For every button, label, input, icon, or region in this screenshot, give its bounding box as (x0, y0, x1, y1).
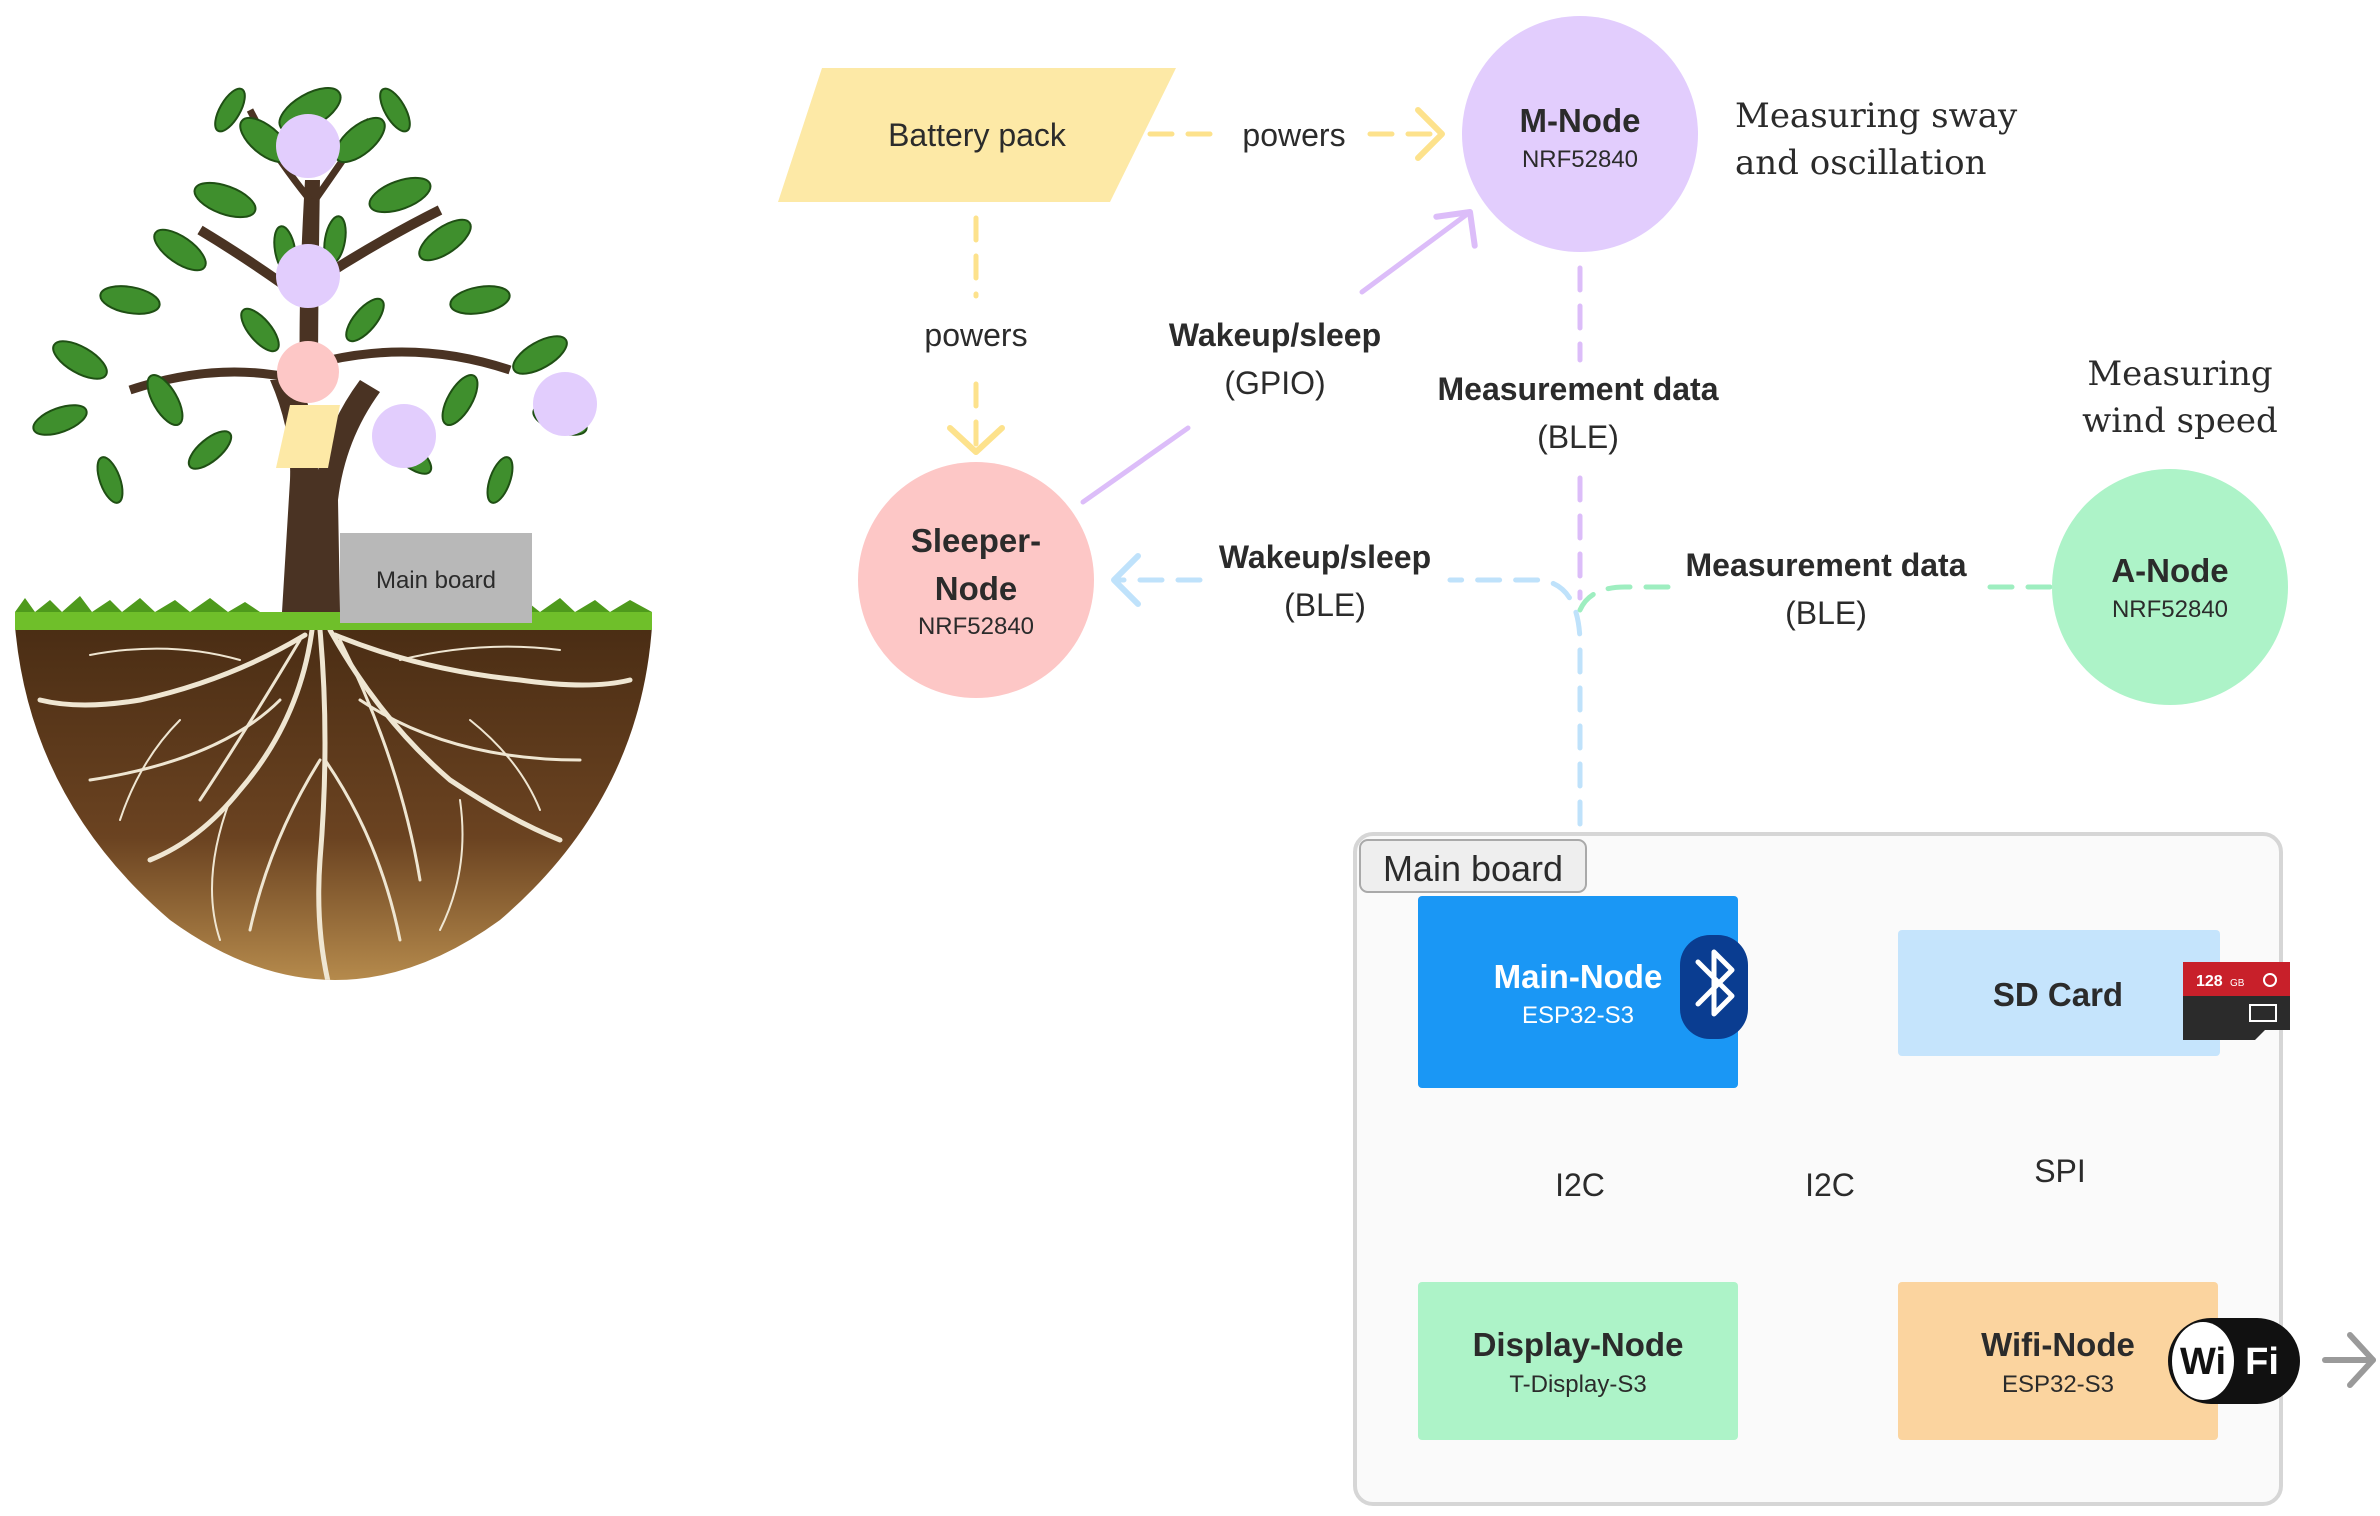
tree-battery-shape (276, 405, 340, 468)
sd-card-unit: GB (2230, 978, 2245, 989)
edge-label-main-to-sleeper-line2: (BLE) (1284, 587, 1366, 623)
m-node-note-line1: Measuring sway (1735, 96, 2018, 136)
wifi-node: Wifi-Node ESP32-S3 Wi Fi (1898, 1282, 2300, 1440)
soil-bowl (15, 626, 652, 980)
sd-card-icon: 128 GB (2183, 962, 2290, 1040)
edge-label-sleeper-to-m-line1: Wakeup/sleep (1169, 317, 1381, 353)
wifi-node-title: Wifi-Node (1981, 1326, 2135, 1363)
edge-label-main-to-display: I2C (1555, 1167, 1605, 1203)
wifi-node-chip: ESP32-S3 (2002, 1371, 2114, 1398)
edge-label-m-to-main-line1: Measurement data (1438, 371, 1719, 407)
wifi-logo-icon: Wi Fi (2168, 1318, 2300, 1404)
edge-label-a-to-main-line1: Measurement data (1686, 547, 1967, 583)
sleeper-node-chip: NRF52840 (918, 613, 1034, 640)
sleeper-node-title-line2: Node (935, 570, 1018, 607)
sd-card-title: SD Card (1993, 976, 2123, 1013)
edge-sleeper-to-m-node-b (1359, 212, 1469, 295)
m-node-circle (1462, 16, 1698, 252)
sd-card-box (1898, 930, 2220, 1056)
edge-label-main-to-sleeper-line1: Wakeup/sleep (1219, 539, 1431, 575)
a-node: A-Node NRF52840 (2052, 469, 2288, 705)
sd-card: SD Card 128 GB (1898, 930, 2290, 1056)
main-board-tab (1359, 839, 1587, 893)
edge-sleeper-to-m-node (1080, 425, 1191, 505)
m-node-note-line2: and oscillation (1735, 143, 1987, 183)
m-node-chip: NRF52840 (1522, 146, 1638, 173)
tree-foliage (32, 87, 588, 504)
sleeper-node-circle (858, 462, 1094, 698)
edge-label-battery-to-sleeper: powers (924, 317, 1027, 353)
edge-label-main-to-wifi: I2C (1805, 1167, 1855, 1203)
tree-m-node-dot (276, 114, 340, 178)
arrow-into-sleeper-from-battery (947, 425, 1005, 455)
tree-m-node-dot (372, 404, 436, 468)
main-node-chip: ESP32-S3 (1522, 1002, 1634, 1029)
a-node-note-line2: wind speed (2082, 401, 2278, 441)
edge-label-wifi-to-sd: SPI (2034, 1153, 2086, 1189)
grass-strip (15, 612, 652, 630)
display-node-box (1418, 1282, 1738, 1440)
wifi-node-box (1898, 1282, 2218, 1440)
display-node-chip: T-Display-S3 (1509, 1371, 1646, 1398)
tree-main-board-label: Main board (376, 567, 496, 594)
wifi-logo-left: Wi (2180, 1341, 2226, 1383)
sd-card-capacity: 128 (2196, 973, 2223, 990)
tree-illustration: Main board (15, 87, 652, 980)
a-node-title: A-Node (2111, 552, 2228, 589)
edge-a-node-to-main-b (1577, 584, 1671, 613)
sleeper-node: Sleeper- Node NRF52840 (858, 462, 1094, 698)
roots (37, 627, 633, 980)
battery-pack-label: Battery pack (888, 117, 1067, 153)
main-node-title: Main-Node (1494, 958, 1663, 995)
wifi-logo-right: Fi (2245, 1341, 2279, 1383)
edge-label-sleeper-to-m-line2: (GPIO) (1224, 365, 1325, 401)
arrow-into-m-node-gpio (1433, 209, 1478, 249)
edge-label-battery-to-m: powers (1242, 117, 1345, 153)
bluetooth-icon (1680, 935, 1748, 1039)
display-node: Display-Node T-Display-S3 (1418, 1282, 1738, 1440)
main-node: Main-Node ESP32-S3 (1418, 896, 1748, 1088)
tree-m-node-dot (276, 244, 340, 308)
main-board-tab-label: Main board (1383, 848, 1563, 889)
arrow-into-m-node (1415, 107, 1445, 161)
m-node: M-Node NRF52840 (1462, 16, 1698, 252)
a-node-chip: NRF52840 (2112, 596, 2228, 623)
main-node-box (1418, 896, 1738, 1088)
tree-sleeper-node-dot (277, 341, 339, 403)
a-node-note-line1: Measuring (2087, 354, 2272, 394)
tree-main-board-box (340, 533, 532, 623)
a-node-circle (2052, 469, 2288, 705)
edge-label-m-to-main-line2: (BLE) (1537, 419, 1619, 455)
display-node-title: Display-Node (1473, 1326, 1684, 1363)
m-node-title: M-Node (1520, 102, 1641, 139)
tree-a-node-dot (533, 372, 597, 436)
sleeper-node-title-line1: Sleeper- (911, 522, 1041, 559)
battery-pack-shape (778, 68, 1176, 202)
edge-label-a-to-main-line2: (BLE) (1785, 595, 1867, 631)
edge-main-to-sleeper (1447, 577, 1583, 865)
battery-pack: Battery pack (778, 68, 1176, 202)
arrow-into-sleeper-ble (1111, 553, 1141, 607)
